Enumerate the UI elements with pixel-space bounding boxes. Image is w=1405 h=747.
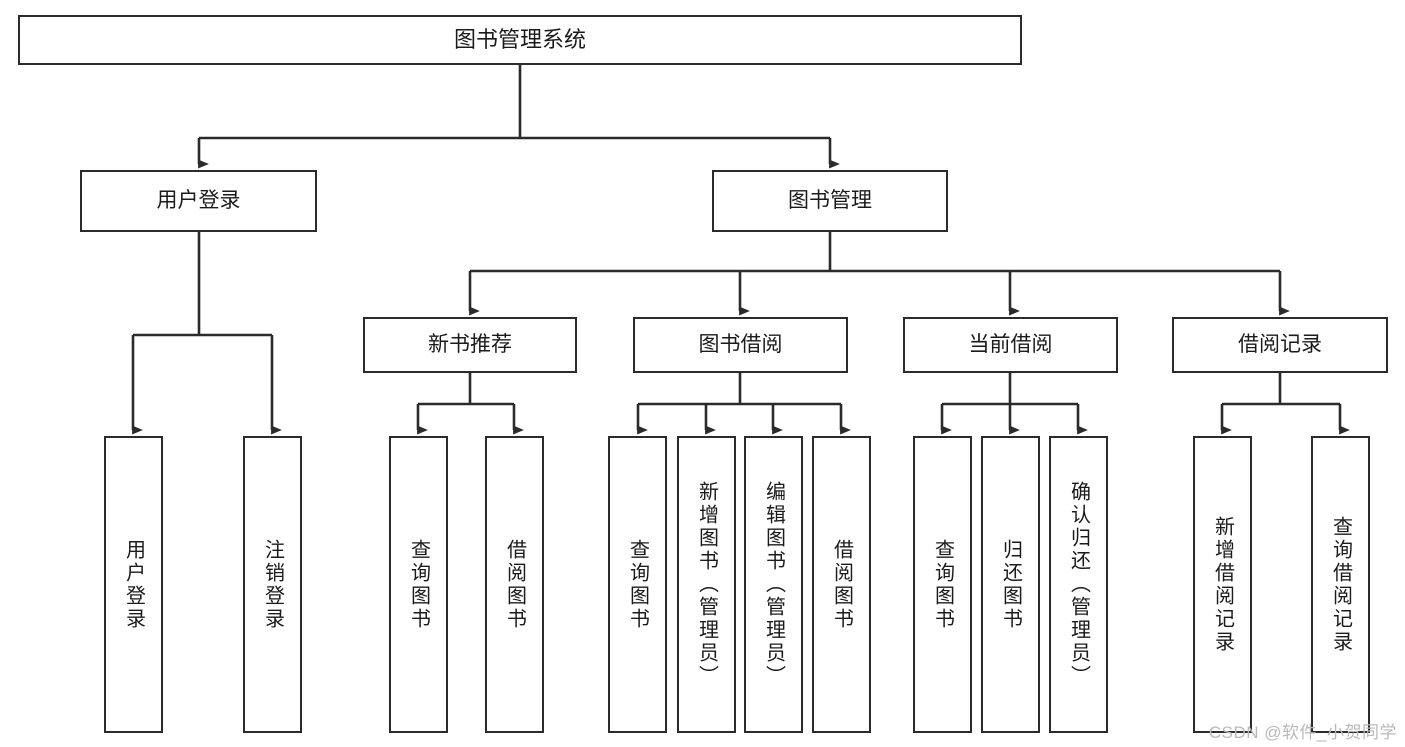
leaf-borrow-book[interactable]: 借阅图书 [812,436,871,733]
leaf-query-book-recommend[interactable]: 查询图书 [389,436,448,733]
node-label: 查询图书 [407,538,430,631]
node-label: 注销登录 [261,538,284,631]
node-current-borrow[interactable]: 当前借阅 [903,317,1118,373]
leaf-query-book-current[interactable]: 查询图书 [913,436,972,733]
node-new-book-recommend[interactable]: 新书推荐 [363,317,577,373]
node-label: 图书管理 [788,188,872,212]
leaf-add-borrow-record[interactable]: 新增借阅记录 [1193,436,1252,733]
node-label: 用户登录 [122,538,145,631]
node-book-manage[interactable]: 图书管理 [712,170,948,232]
leaf-user-login[interactable]: 用户登录 [104,436,163,733]
node-user-login[interactable]: 用户登录 [80,170,317,232]
node-label: 图书借阅 [698,332,783,356]
leaf-add-book[interactable]: 新增图书（管理员） [677,436,736,733]
node-label: 新增图书（管理员） [695,481,718,688]
node-borrow-record[interactable]: 借阅记录 [1172,317,1388,373]
leaf-edit-book[interactable]: 编辑图书（管理员） [744,436,803,733]
node-label: 当前借阅 [968,332,1053,356]
node-label: 新书推荐 [428,332,512,356]
node-label: 查询图书 [626,538,649,631]
node-label: 借阅图书 [830,538,853,631]
leaf-query-borrow-record[interactable]: 查询借阅记录 [1311,436,1370,733]
leaf-confirm-return[interactable]: 确认归还（管理员） [1049,436,1108,733]
node-label: 查询借阅记录 [1329,515,1352,654]
leaf-user-logout[interactable]: 注销登录 [243,436,302,733]
node-label: 借阅记录 [1238,332,1322,356]
node-label: 新增借阅记录 [1211,515,1234,654]
node-label: 编辑图书（管理员） [762,481,785,688]
node-book-borrow[interactable]: 图书借阅 [633,317,848,373]
node-label: 归还图书 [999,538,1022,631]
node-label: 确认归还（管理员） [1067,481,1090,688]
leaf-return-book[interactable]: 归还图书 [981,436,1040,733]
leaf-borrow-book-recommend[interactable]: 借阅图书 [485,436,544,733]
leaf-query-book-borrow[interactable]: 查询图书 [608,436,667,733]
node-label: 借阅图书 [503,538,526,631]
node-label: 用户登录 [156,188,241,212]
node-root-book-management-system[interactable]: 图书管理系统 [18,15,1022,65]
node-label: 查询图书 [931,538,954,631]
node-label: 图书管理系统 [453,27,586,53]
